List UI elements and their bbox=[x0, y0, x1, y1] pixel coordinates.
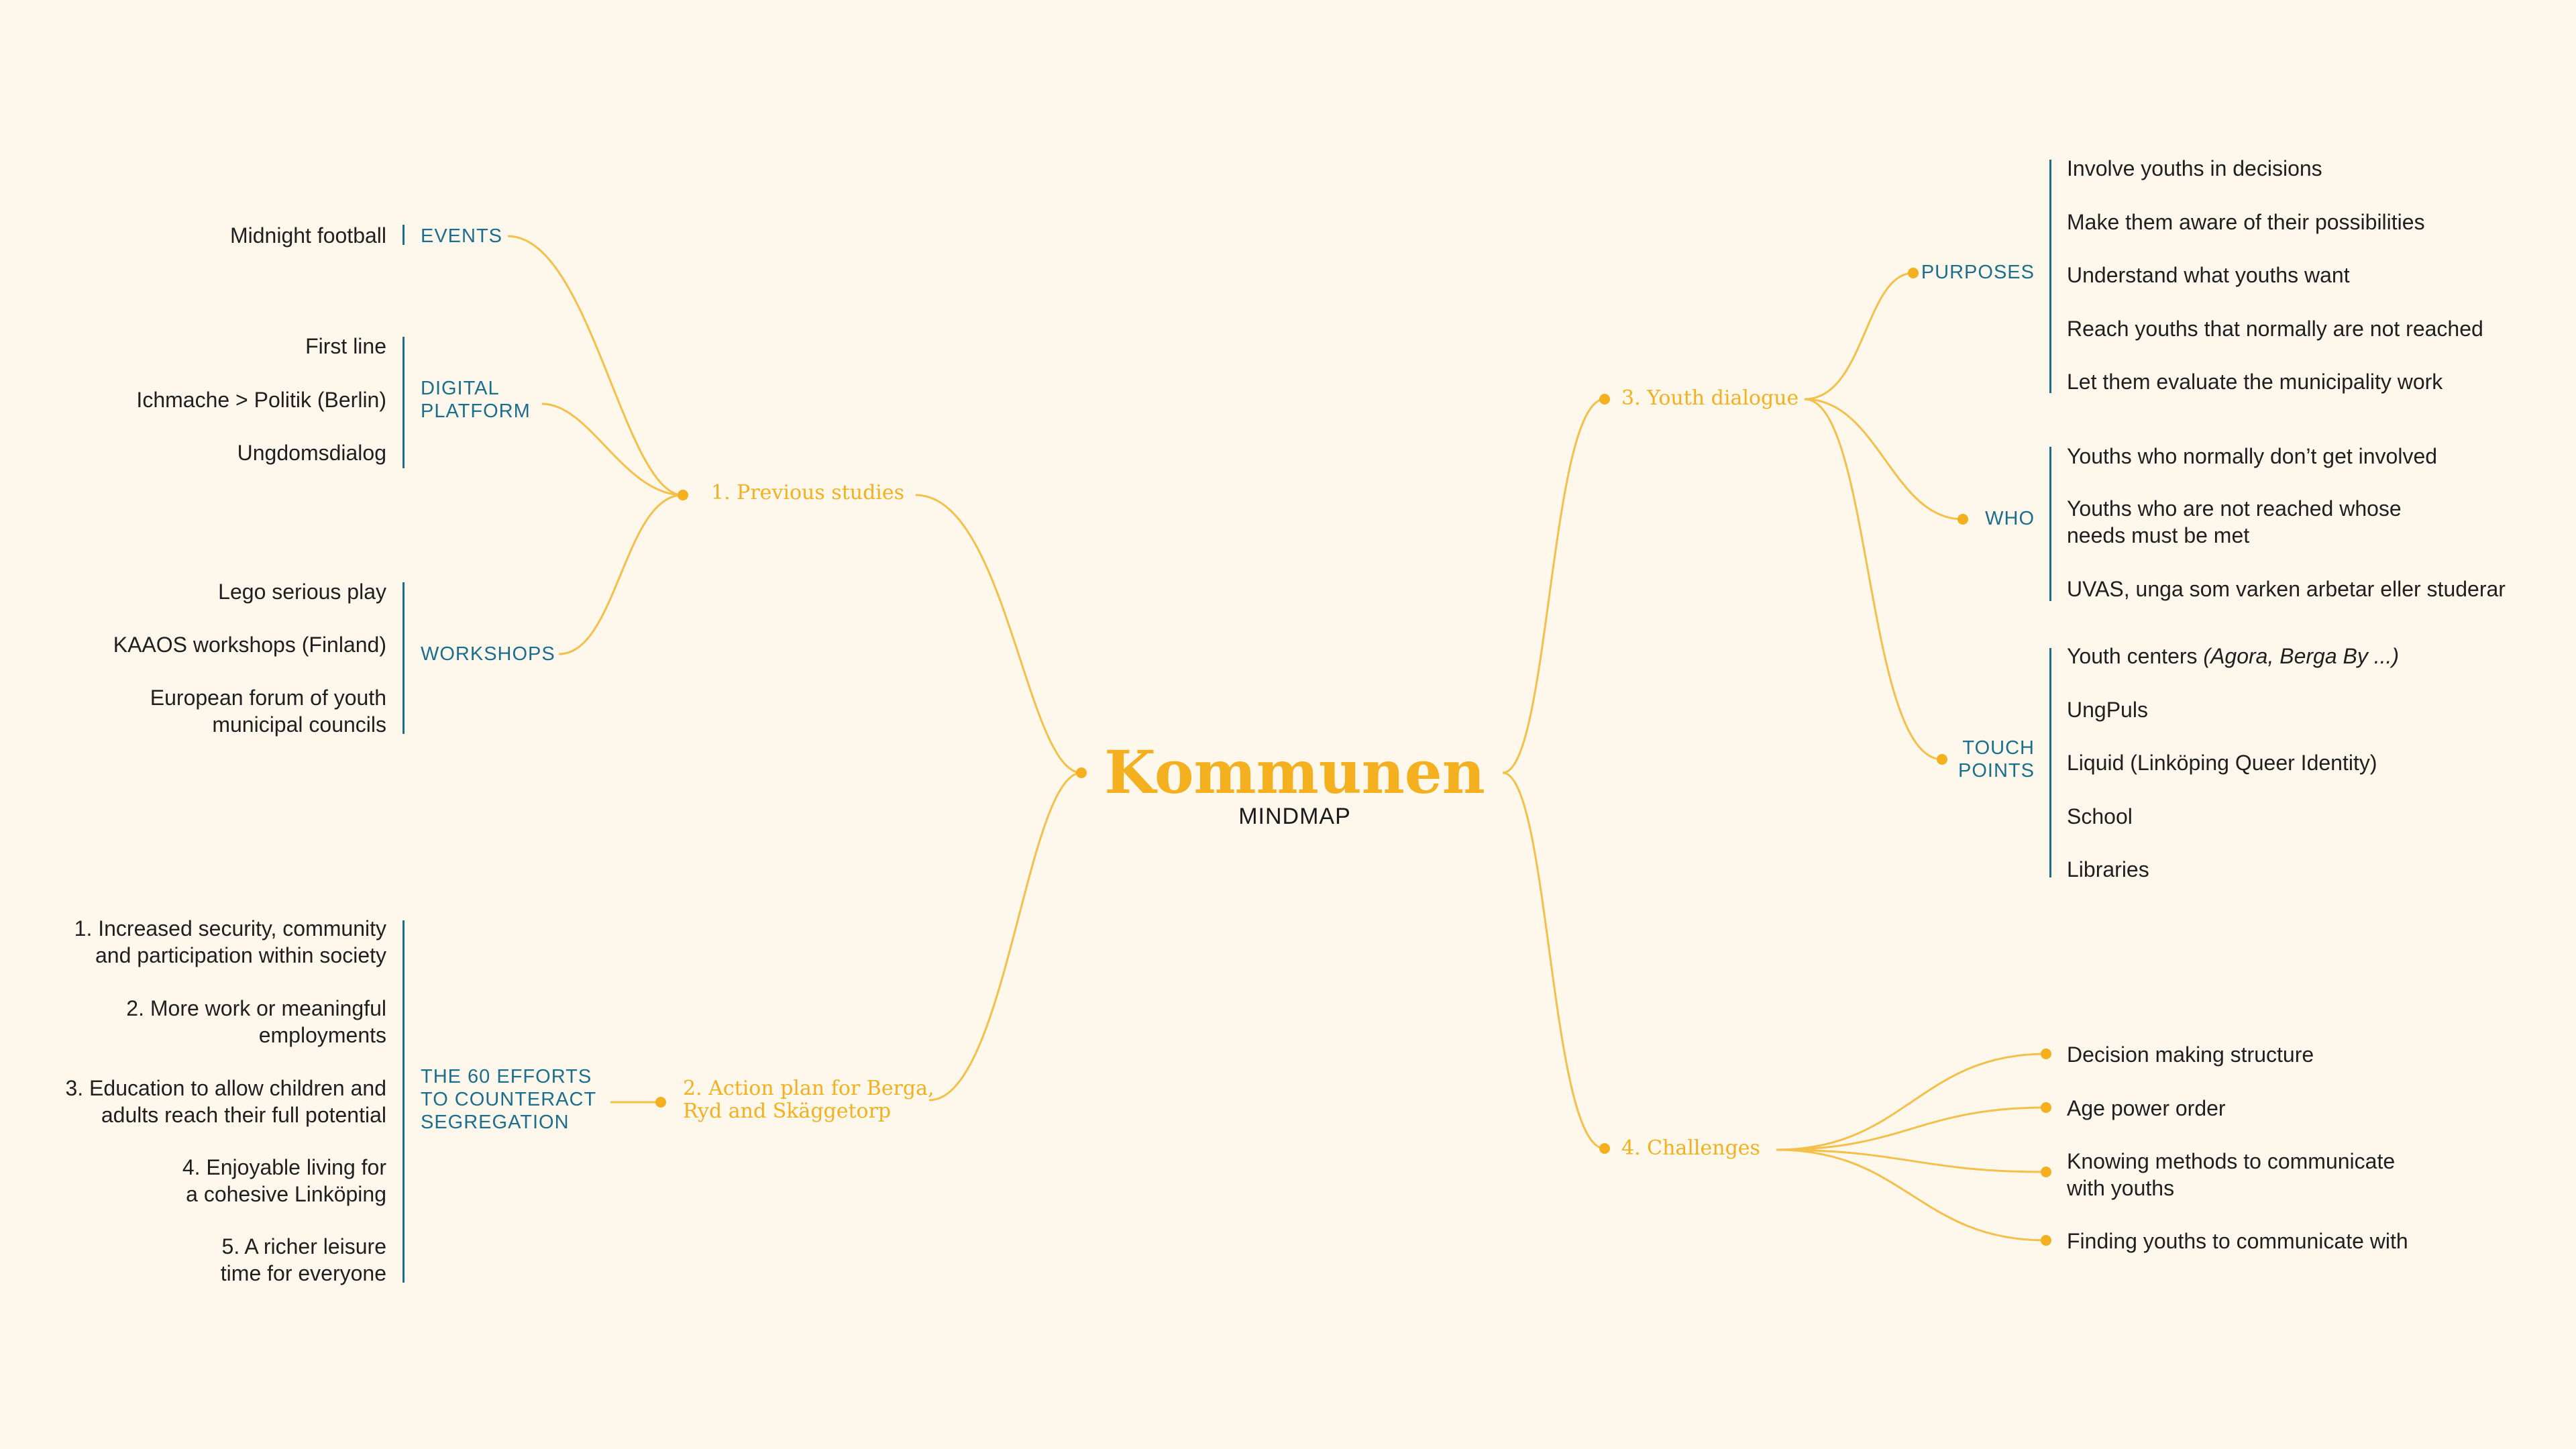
leaf-youth-centers-text: Youth centers bbox=[2067, 644, 2204, 668]
leaf-finding-youths: Finding youths to communicate with bbox=[2067, 1229, 2408, 1253]
leaf-first-line: First line bbox=[305, 334, 386, 358]
category-digital-line1: DIGITAL bbox=[421, 378, 500, 399]
branch-youth-dialogue: 3. Youth dialogue bbox=[1621, 386, 1799, 410]
leaf-understand-youths: Understand what youths want bbox=[2067, 263, 2350, 287]
node-dot-branch-1 bbox=[678, 490, 688, 500]
divider-events bbox=[402, 225, 405, 245]
mindmap-title: Kommunen bbox=[1104, 737, 1485, 807]
leaf-kaaos-workshops: KAAOS workshops (Finland) bbox=[113, 633, 386, 657]
branch-action-plan-line2: Ryd and Skäggetorp bbox=[683, 1099, 892, 1123]
leaf-effort-3: 3. Education to allow children and adult… bbox=[65, 1075, 386, 1128]
divider-purposes bbox=[2049, 160, 2051, 393]
leaf-effort-3-line2: adults reach their full potential bbox=[101, 1103, 386, 1127]
leaf-let-them-evaluate: Let them evaluate the municipality work bbox=[2067, 370, 2443, 394]
divider-60-efforts bbox=[402, 920, 405, 1283]
leaf-european-forum: European forum of youth municipal counci… bbox=[150, 684, 386, 738]
leaf-midnight-football: Midnight football bbox=[229, 223, 386, 248]
leaf-libraries: Libraries bbox=[2067, 857, 2149, 881]
branch-previous-studies: 1. Previous studies bbox=[711, 481, 905, 504]
leaf-knowing-methods-line2: with youths bbox=[2067, 1176, 2175, 1200]
node-dot-touch-points bbox=[1937, 754, 1947, 765]
leaf-ungdomsdialog: Ungdomsdialog bbox=[237, 441, 386, 465]
category-60-efforts-line3: SEGREGATION bbox=[421, 1112, 570, 1133]
leaf-lego-serious-play: Lego serious play bbox=[218, 580, 386, 604]
divider-who bbox=[2049, 447, 2051, 601]
node-dot-branch-4 bbox=[1599, 1143, 1610, 1154]
category-who: WHO bbox=[1985, 508, 2035, 529]
leaf-youths-not-reached: Youths who are not reached whose needs m… bbox=[2067, 495, 2402, 549]
category-60-efforts-line1: THE 60 EFFORTS bbox=[421, 1066, 592, 1087]
leaf-youths-not-reached-line1: Youths who are not reached whose bbox=[2067, 496, 2402, 521]
leaf-school: School bbox=[2067, 804, 2133, 828]
branch-action-plan-line1: 2. Action plan for Berga, bbox=[683, 1077, 934, 1100]
leaf-effort-5-line2: time for everyone bbox=[220, 1261, 386, 1285]
leaf-effort-1: 1. Increased security, community and par… bbox=[74, 915, 386, 969]
leaf-uvas: UVAS, unga som varken arbetar eller stud… bbox=[2067, 577, 2506, 601]
category-workshops: WORKSHOPS bbox=[421, 643, 555, 665]
node-dot-who bbox=[1957, 514, 1968, 525]
leaf-european-forum-line2: municipal councils bbox=[212, 712, 386, 737]
category-digital-platform: DIGITAL PLATFORM bbox=[421, 377, 531, 423]
leaf-effort-3-line1: 3. Education to allow children and bbox=[65, 1076, 386, 1100]
leaf-youth-centers: Youth centers (Agora, Berga By ...) bbox=[2067, 643, 2399, 669]
node-dot-branch-2 bbox=[655, 1097, 666, 1108]
leaf-age-power-order: Age power order bbox=[2067, 1096, 2226, 1120]
leaf-european-forum-line1: European forum of youth bbox=[150, 686, 386, 710]
leaf-effort-2-line1: 2. More work or meaningful bbox=[126, 996, 386, 1020]
category-touch-line2: POINTS bbox=[1958, 760, 2035, 782]
leaf-involve-youths: Involve youths in decisions bbox=[2067, 156, 2322, 180]
branch-challenges: 4. Challenges bbox=[1621, 1136, 1760, 1160]
leaf-make-them-aware: Make them aware of their possibilities bbox=[2067, 210, 2425, 234]
category-digital-line2: PLATFORM bbox=[421, 400, 531, 422]
node-dot-challenge-4 bbox=[2041, 1235, 2051, 1246]
leaf-effort-2: 2. More work or meaningful employments bbox=[126, 995, 386, 1049]
category-60-efforts: THE 60 EFFORTS TO COUNTERACT SEGREGATION bbox=[421, 1065, 596, 1134]
leaf-effort-5-line1: 5. A richer leisure bbox=[221, 1234, 386, 1258]
leaf-effort-4-line2: a cohesive Linköping bbox=[186, 1182, 386, 1206]
leaf-youths-not-involved: Youths who normally don’t get involved bbox=[2067, 444, 2438, 468]
leaf-knowing-methods: Knowing methods to communicate with yout… bbox=[2067, 1148, 2395, 1201]
leaf-effort-1-line1: 1. Increased security, community bbox=[74, 916, 386, 941]
node-dot-challenge-1 bbox=[2041, 1049, 2051, 1059]
leaf-decision-making: Decision making structure bbox=[2067, 1042, 2314, 1067]
node-dot-branch-3 bbox=[1599, 394, 1610, 405]
node-dot-purposes bbox=[1908, 268, 1919, 278]
leaf-effort-4: 4. Enjoyable living for a cohesive Linkö… bbox=[182, 1154, 386, 1208]
category-touch-line1: TOUCH bbox=[1962, 737, 2035, 759]
leaf-youths-not-reached-line2: needs must be met bbox=[2067, 523, 2250, 547]
leaf-effort-2-line2: employments bbox=[258, 1023, 386, 1047]
node-dot-challenge-2 bbox=[2041, 1102, 2051, 1113]
leaf-youth-centers-examples: (Agora, Berga By ...) bbox=[2203, 644, 2400, 668]
category-purposes: PURPOSES bbox=[1921, 262, 2035, 283]
divider-workshops bbox=[402, 582, 405, 734]
leaf-effort-4-line1: 4. Enjoyable living for bbox=[182, 1155, 386, 1179]
category-events: EVENTS bbox=[421, 225, 503, 247]
node-dot-challenge-3 bbox=[2041, 1167, 2051, 1177]
divider-touch-points bbox=[2049, 648, 2051, 877]
divider-digital-platform bbox=[402, 337, 405, 468]
category-touch-points: TOUCH POINTS bbox=[1958, 737, 2035, 782]
branch-action-plan: 2. Action plan for Berga, Ryd and Skägge… bbox=[683, 1077, 934, 1123]
leaf-reach-youths: Reach youths that normally are not reach… bbox=[2067, 317, 2483, 341]
leaf-ungpuls: UngPuls bbox=[2067, 698, 2148, 722]
mindmap-subtitle: MINDMAP bbox=[1238, 804, 1351, 829]
leaf-effort-1-line2: and participation within society bbox=[95, 943, 386, 967]
leaf-liquid: Liquid (Linköping Queer Identity) bbox=[2067, 751, 2377, 775]
leaf-knowing-methods-line1: Knowing methods to communicate bbox=[2067, 1149, 2396, 1173]
node-dot-center-left bbox=[1076, 767, 1087, 778]
leaf-effort-5: 5. A richer leisure time for everyone bbox=[221, 1233, 386, 1287]
leaf-ichmache-politik: Ichmache > Politik (Berlin) bbox=[136, 388, 386, 412]
category-60-efforts-line2: TO COUNTERACT bbox=[421, 1089, 597, 1110]
